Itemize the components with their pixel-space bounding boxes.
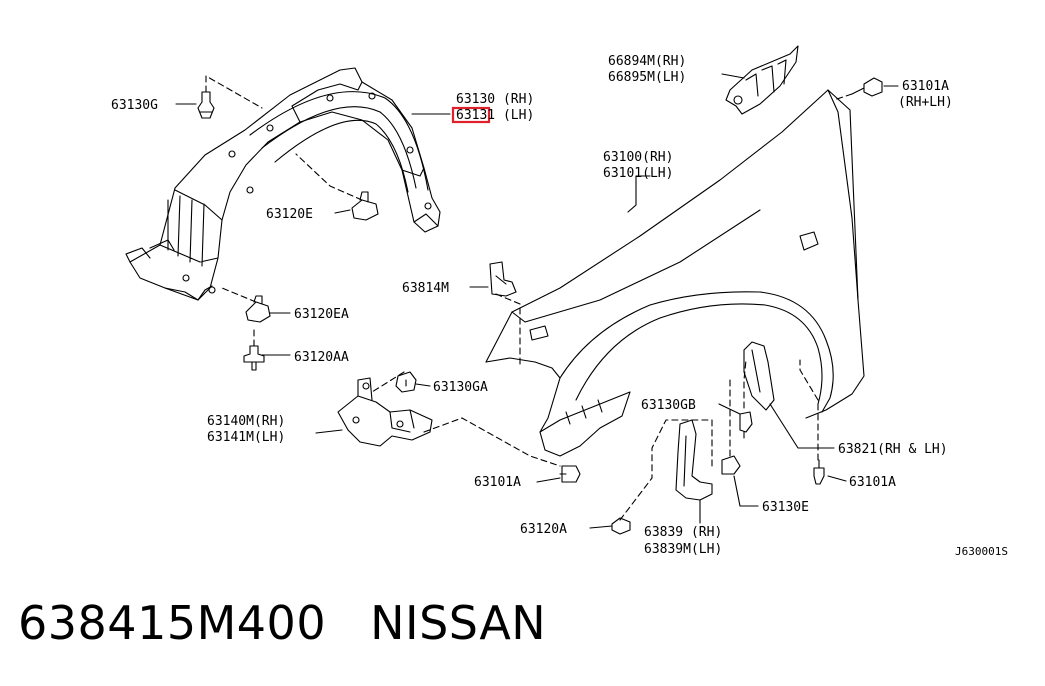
label-63140m-rh: 63140M(RH) [207, 414, 285, 429]
label-63131-lh: 63131 (LH) [456, 108, 534, 123]
label-63101-lh: 63101(LH) [603, 166, 673, 181]
label-63101a-right: 63101A [849, 475, 896, 490]
mudguard-illustration [675, 419, 713, 501]
fasteners [197, 77, 883, 535]
label-63141m-lh: 63141M(LH) [207, 430, 285, 445]
brand-name: NISSAN [370, 596, 547, 650]
label-63101a-top: 63101A [902, 79, 949, 94]
splash-protector-illustration [743, 341, 775, 411]
label-63120ea: 63120EA [294, 307, 349, 322]
caption: 638415M400 NISSAN [18, 596, 546, 650]
highlight-box [451, 106, 491, 124]
label-66895m-lh: 66895M(LH) [608, 70, 686, 85]
label-63839-rh: 63839 (RH) [644, 525, 722, 540]
label-63120e: 63120E [266, 207, 313, 222]
fender-molding-illustration [725, 45, 799, 115]
label-63821: 63821(RH & LH) [838, 442, 948, 457]
label-63130gb: 63130GB [641, 398, 696, 413]
label-63839m-lh: 63839M(LH) [644, 542, 722, 557]
label-63120a: 63120A [520, 522, 567, 537]
inner-fender-illustration [125, 67, 441, 301]
label-63814m: 63814M [402, 281, 449, 296]
bracket-illustration [337, 377, 433, 447]
part-number: 638415M400 [18, 596, 327, 650]
fender-illustration [485, 89, 865, 457]
label-63130g: 63130G [111, 98, 158, 113]
dashed-assembly-lines [205, 75, 853, 521]
label-63130ga: 63130GA [433, 380, 488, 395]
label-63101a-lower: 63101A [474, 475, 521, 490]
label-66894m-rh: 66894M(RH) [608, 54, 686, 69]
seal-bracket-illustration [489, 261, 517, 297]
label-63130e: 63130E [762, 500, 809, 515]
diagram-code: J630001S [955, 545, 1008, 558]
part-labels: 63130 (RH) 63131 (LH) 63130G 63120E 6312… [111, 54, 1008, 558]
label-rh-lh: (RH+LH) [898, 95, 953, 110]
label-63130-rh: 63130 (RH) [456, 92, 534, 107]
label-63100-rh: 63100(RH) [603, 150, 673, 165]
label-63120aa: 63120AA [294, 350, 349, 365]
leader-lines [175, 73, 899, 529]
